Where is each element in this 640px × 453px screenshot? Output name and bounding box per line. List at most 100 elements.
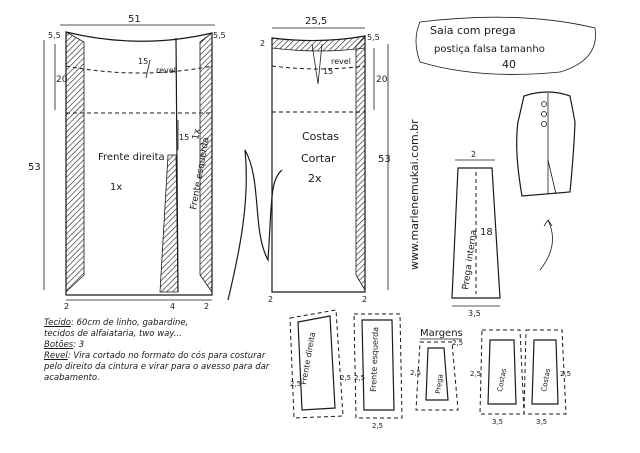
back-piece: 25,5 2 5,5 20 53 revel 15 Costas Cortar … [260, 16, 391, 304]
back-piece-count: 2x [308, 172, 322, 185]
pleat-length: 18 [480, 227, 493, 238]
back-length: 53 [378, 154, 391, 165]
margin-m-c: 2,5 [470, 370, 481, 378]
button-2 [541, 111, 547, 117]
front-hip-depth: 20 [56, 75, 68, 85]
front-outline [65, 31, 213, 296]
margin-m-b: 2,5 [452, 339, 463, 347]
back-waist-hatch [271, 35, 366, 52]
website-text: www.marlenemukai.com.br [408, 119, 421, 270]
margin-back-b-label: Costas [540, 367, 552, 392]
back-piece-action: Cortar [301, 152, 336, 165]
front-revel-line [65, 65, 213, 74]
front-length: 53 [28, 162, 41, 173]
notes-block: Tecido: 60cm de linho, gabardine, tecido… [44, 318, 280, 384]
notes-tecido: Tecido: 60cm de linho, gabardine, [44, 318, 280, 329]
facing-front-left-label: Frente esquerda [369, 327, 380, 392]
facing-pieces: Frente direita Frente esquerda 2,5 2,5 2… [289, 309, 403, 430]
notes-tecido-text: : 60cm de linho, gabardine, [71, 318, 189, 328]
back-dart [311, 43, 323, 85]
back-revel-line [271, 65, 366, 70]
facing-m1: 2,5 [290, 380, 301, 388]
notes-botoes-label: Botões [44, 340, 74, 350]
facing-front-right-label: Frente direita [299, 331, 317, 385]
title-line1: Saia com prega [430, 24, 516, 37]
back-hip-depth: 20 [376, 75, 388, 85]
front-right-hatch [199, 32, 213, 294]
margin-pleat-piece [425, 347, 449, 401]
front-pleat-depth: 15 [179, 133, 189, 142]
title-block: Saia com prega postiça falsa tamanho 40 [415, 16, 596, 75]
pleat-arrow [539, 219, 553, 271]
notes-botoes: Botões: 3 [44, 340, 280, 351]
title-cloud [415, 16, 596, 75]
facing-m3: 2,5 [354, 374, 365, 382]
front-hem-right: 2 [204, 302, 209, 311]
button-3 [541, 121, 547, 127]
designer-signature [227, 149, 283, 301]
front-corner-right: 5,5 [213, 31, 226, 40]
back-hem-left: 2 [268, 295, 273, 304]
front-revel-label: revel [156, 66, 176, 75]
front-dart [145, 59, 151, 79]
facing-front-left [361, 319, 395, 411]
front-hem-left: 2 [64, 302, 69, 311]
notes-revel-text: : Vira cortado no formato do cós para co… [44, 351, 270, 383]
pleat-arrow-head [543, 219, 553, 227]
pleat-piece: 2 18 3,5 Prega interna [451, 150, 501, 318]
margin-m-f: 3,5 [536, 418, 547, 426]
margin-back-a-label: Costas [496, 367, 508, 392]
margin-back-a-piece [487, 339, 517, 405]
facing-front-right-margin [289, 309, 344, 419]
front-revel-depth: 15 [138, 57, 148, 66]
front-piece-name: Frente direita [98, 152, 165, 163]
skirt-sketch-outline [516, 91, 576, 197]
back-corner-left: 2 [260, 39, 265, 48]
front-center-line [175, 37, 179, 293]
facing-front-right [297, 315, 336, 411]
margins-heading: Margens [420, 328, 463, 339]
front-piece: 51 5,5 5,5 20 53 revel 15 15 Frente dire… [28, 14, 226, 311]
margin-back-b-outline [523, 329, 567, 415]
front-piece-count: 1x [110, 182, 122, 193]
title-line2: postiça falsa tamanho [434, 44, 545, 55]
front-left-piece-count: 1x [191, 127, 203, 140]
pleat-bottom-width: 3,5 [468, 309, 481, 318]
front-left-hatch [65, 31, 85, 293]
facing-m4: 2,5 [372, 422, 383, 430]
margin-pleat-outline [415, 341, 459, 411]
notes-tecido-label: Tecido [44, 318, 72, 328]
back-side-hatch [355, 34, 366, 292]
front-width-label: 51 [128, 14, 141, 25]
notes-tecido-line2: tecidos de alfaiataria, two way... [44, 329, 182, 339]
skirt-sketch [516, 91, 576, 197]
notes-revel-label: Revel [44, 351, 68, 361]
back-revel-depth: 15 [323, 67, 333, 76]
back-hem-right: 2 [362, 295, 367, 304]
margin-m-a: 2,5 [410, 369, 421, 377]
back-width-label: 25,5 [305, 16, 327, 27]
margin-m-d: 2,5 [560, 370, 571, 378]
front-corner-left: 5,5 [48, 31, 61, 40]
notes-revel: Revel: Vira cortado no formato do cós pa… [44, 351, 280, 384]
skirt-sketch-slit [547, 159, 557, 195]
back-piece-name: Costas [302, 130, 339, 143]
front-pleat-hatch [159, 154, 179, 293]
back-corner-right: 5,5 [367, 33, 380, 42]
facing-m2: 2,5 [340, 374, 351, 382]
pleat-piece-name: Prega interna [461, 229, 479, 290]
notes-botoes-text: : 3 [73, 340, 85, 350]
button-1 [541, 101, 547, 107]
pleat-top-width: 2 [471, 150, 476, 159]
title-size: 40 [502, 58, 516, 71]
pleat-outline [451, 167, 501, 299]
back-revel-label: revel [331, 57, 351, 66]
margin-pleat-label: Prega [434, 373, 445, 394]
margins-section: Margens Prega Costas Costas 2,5 2,5 2,5 … [410, 328, 571, 426]
margin-m-e: 3,5 [492, 418, 503, 426]
margin-back-b-piece [531, 339, 559, 405]
facing-front-left-margin [353, 313, 403, 419]
front-hem-mid: 4 [170, 302, 175, 311]
